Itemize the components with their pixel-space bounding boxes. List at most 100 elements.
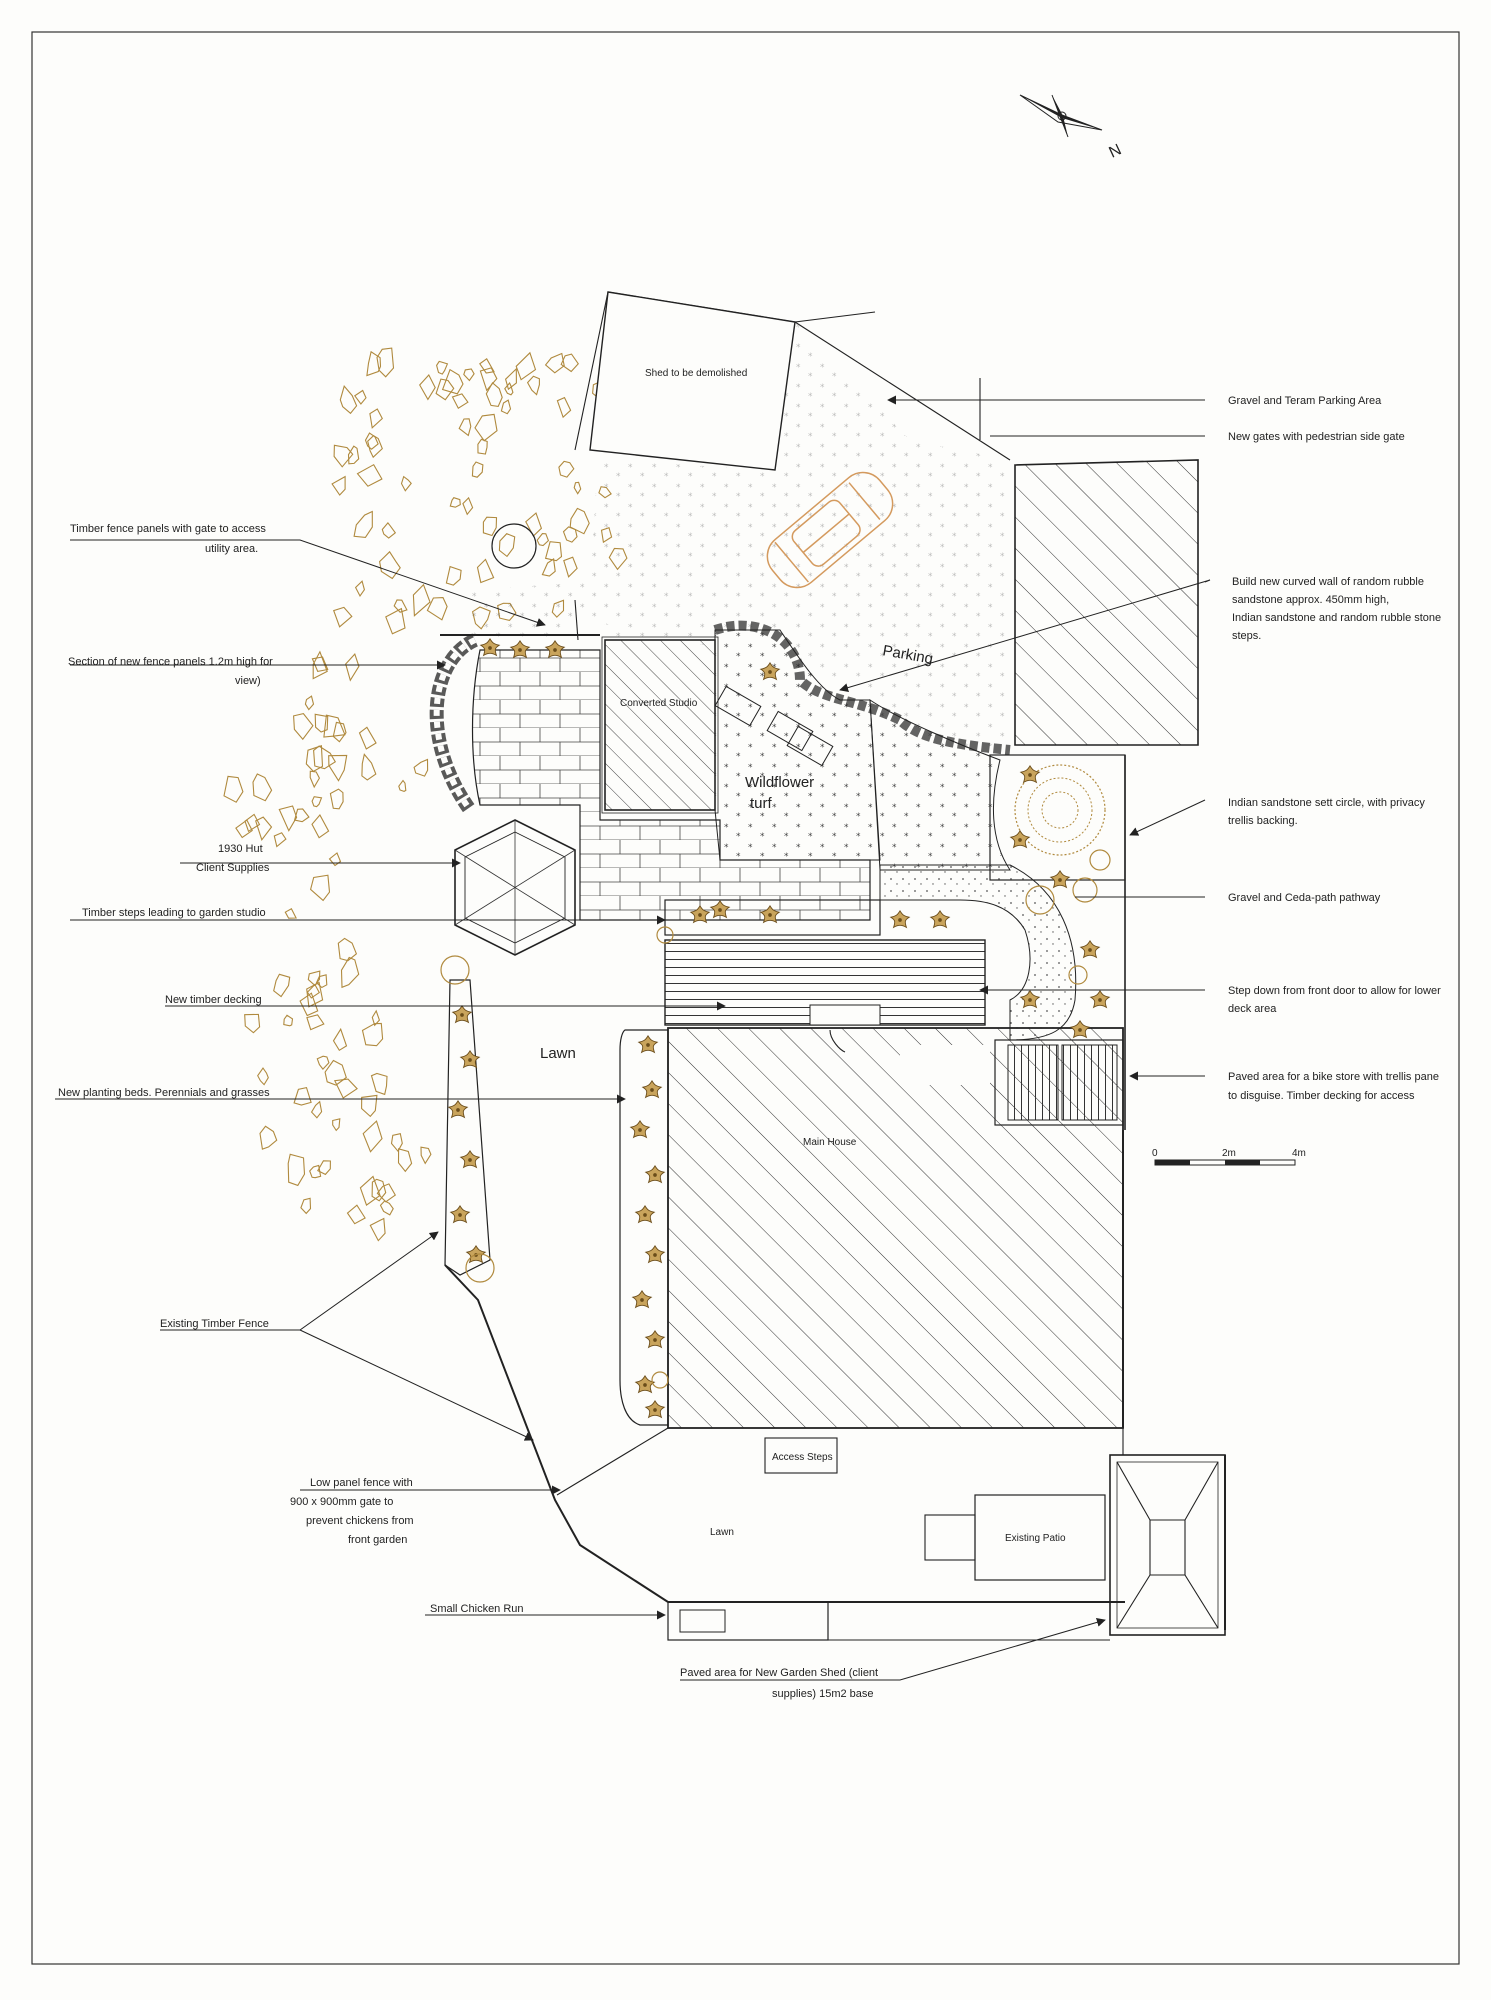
stepping-stone <box>462 496 474 516</box>
stepping-stone <box>315 974 328 989</box>
stepping-stone <box>287 1153 306 1187</box>
flower-icon <box>645 1400 665 1418</box>
studio-label: Converted Studio <box>620 698 698 709</box>
stepping-stone <box>376 1183 397 1203</box>
stepping-stone <box>257 1067 269 1086</box>
stepping-stone <box>526 375 540 396</box>
shed-to-demolish <box>589 291 796 471</box>
car-icon <box>766 471 894 589</box>
stepping-stone <box>307 970 321 987</box>
stepping-stone <box>362 1120 383 1153</box>
ann-bike-store-2: to disguise. Timber decking for access <box>1228 1090 1415 1102</box>
stepping-stone <box>305 745 324 773</box>
planting-flowers <box>440 638 1111 1418</box>
flower-icon <box>1090 990 1110 1008</box>
stepping-stone <box>390 1133 403 1153</box>
stepping-stone <box>313 745 337 770</box>
stepping-stone <box>293 808 310 823</box>
stepping-stone <box>273 832 287 848</box>
stepping-stone <box>573 481 582 495</box>
stepping-stone <box>562 526 578 543</box>
shrub-icon <box>656 926 674 944</box>
stepping-stone <box>259 1125 278 1150</box>
stepping-stone <box>324 1059 347 1086</box>
stepping-stone <box>569 507 590 535</box>
stepping-stone <box>471 461 484 478</box>
stepping-stone <box>544 352 565 374</box>
flower-icon <box>460 1150 480 1168</box>
stepping-stone <box>451 393 469 409</box>
stepping-stone <box>354 389 367 405</box>
stepping-stone <box>536 533 550 547</box>
flower-icon <box>645 1165 665 1183</box>
flower-icon <box>1010 830 1030 848</box>
ann-timber-steps: Timber steps leading to garden studio <box>82 907 266 919</box>
neighbour-building <box>1014 459 1199 746</box>
stepping-stone <box>381 522 397 539</box>
flower-icon <box>1080 940 1100 958</box>
lawn-lower-label: Lawn <box>710 1527 734 1538</box>
stepping-stone <box>304 695 315 711</box>
ann-planting-beds: New planting beds. Perennials and grasse… <box>58 1087 270 1099</box>
shrub-icon <box>1068 965 1088 985</box>
stepping-stone <box>563 556 578 578</box>
stepping-stone <box>412 583 431 617</box>
stepping-stone <box>419 374 436 401</box>
stepping-stone <box>463 368 475 382</box>
stepping-stone <box>309 1164 322 1179</box>
stepping-stone <box>515 351 537 381</box>
stepping-stone <box>525 512 543 537</box>
stepping-stone <box>329 788 344 810</box>
stepping-stone <box>293 712 314 741</box>
ann-low-fence-4: front garden <box>348 1534 407 1546</box>
garden-shed-base <box>1109 1454 1226 1636</box>
annotation-leaders <box>55 395 1211 1681</box>
stepping-stone <box>328 852 342 867</box>
stepping-stone <box>310 1100 323 1119</box>
ann-new-gates: New gates with pedestrian side gate <box>1228 431 1405 443</box>
stepping-stone <box>476 558 495 584</box>
stepping-stones <box>223 347 628 1242</box>
stepping-stone <box>556 396 572 419</box>
sheet-border <box>31 31 1460 1965</box>
stepping-stone <box>333 1078 358 1099</box>
stepping-stone <box>367 435 383 459</box>
ann-step-down-1: Step down from front door to allow for l… <box>1228 985 1441 997</box>
stepping-stone <box>449 497 461 508</box>
stepping-stone <box>293 1086 312 1106</box>
stepping-stone <box>317 1160 331 1176</box>
shrub-icon <box>465 1253 495 1283</box>
stepping-stone <box>500 399 512 415</box>
ann-new-decking: New timber decking <box>165 994 262 1006</box>
stepping-stone <box>299 992 319 1017</box>
stepping-stone <box>311 814 330 839</box>
stepping-stone <box>474 413 498 442</box>
existing-tree <box>491 523 537 569</box>
shrub-icon <box>651 1371 669 1389</box>
stepping-stone <box>371 1178 387 1202</box>
stepping-stone <box>558 460 575 478</box>
stepping-stone <box>482 516 498 537</box>
stepping-stone <box>347 445 360 465</box>
planting-bed-house <box>619 1029 669 1426</box>
ann-low-fence-3: prevent chickens from <box>306 1515 414 1527</box>
ann-hut-2: Client Supplies <box>196 862 270 874</box>
ann-curved-wall-4: steps. <box>1232 630 1261 642</box>
ann-curved-wall-3: Indian sandstone and random rubble stone <box>1232 612 1441 624</box>
ann-timber-fence-gate-2: utility area. <box>205 543 258 555</box>
stepping-stone <box>379 550 401 580</box>
ann-curved-wall-1: Build new curved wall of random rubble <box>1232 576 1424 588</box>
stepping-stone <box>314 713 329 733</box>
flower-icon <box>890 910 910 928</box>
stepping-stone <box>371 1009 381 1027</box>
flower-icon <box>645 1330 665 1348</box>
stepping-stone <box>306 983 321 999</box>
stepping-stone <box>346 1204 366 1225</box>
flower-icon <box>632 1290 652 1308</box>
stepping-stone <box>359 1175 381 1206</box>
stepping-stone <box>458 418 472 437</box>
access-steps-label: Access Steps <box>772 1452 833 1463</box>
stepping-stone <box>244 813 261 833</box>
stepping-stone <box>309 874 331 902</box>
flower-icon <box>452 1005 472 1023</box>
